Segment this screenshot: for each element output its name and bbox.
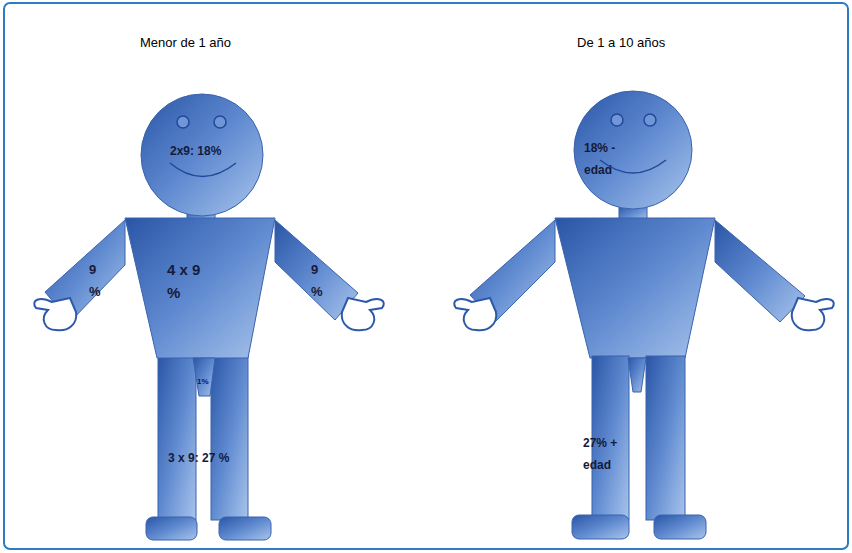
- percentage-text: 9 %: [89, 259, 105, 303]
- smile: [170, 163, 236, 177]
- eye: [177, 116, 189, 128]
- percentage-text: 3 x 9: 27 %: [168, 450, 258, 466]
- hand: [454, 298, 496, 330]
- smile: [600, 160, 666, 173]
- eye: [644, 114, 656, 126]
- eye: [214, 116, 226, 128]
- percentage-text: 2x9: 18%: [170, 140, 250, 162]
- age-group-title: Menor de 1 año: [140, 35, 300, 51]
- percentage-text: 18% - edad: [584, 137, 630, 181]
- head-shape: [141, 94, 263, 216]
- hand: [342, 298, 384, 330]
- arm: [470, 220, 555, 322]
- genital-area: [628, 358, 646, 392]
- genital-region: 1%: [193, 358, 215, 396]
- body-part-shape: [275, 220, 358, 320]
- arm-region: 9 %: [275, 220, 358, 322]
- percentage-text: 9 %: [311, 259, 327, 303]
- percentage-text: 27% + edad: [583, 432, 629, 476]
- frame: [4, 3, 848, 549]
- leg: [211, 356, 248, 520]
- foot: [654, 515, 706, 539]
- age-group-title: De 1 a 10 años: [577, 35, 737, 51]
- head-region: 2x9: 18%: [140, 93, 264, 217]
- arm-region: 9 %: [45, 220, 125, 322]
- percentage-text: 4 x 9 %: [167, 258, 215, 304]
- leg: [646, 356, 685, 520]
- foot: [146, 517, 197, 540]
- eye: [611, 114, 623, 126]
- trunk-region: 4 x 9 %: [125, 218, 275, 358]
- body-part-shape: [125, 218, 275, 358]
- region-outline: [45, 220, 125, 322]
- head-region: 18% - edad: [573, 90, 693, 210]
- body-part-shape: [193, 358, 215, 396]
- hand: [34, 298, 76, 330]
- arm: [715, 220, 805, 322]
- trunk: [555, 218, 715, 358]
- leg: [158, 356, 196, 520]
- region-outline: [125, 218, 275, 358]
- body-part-shape: [45, 220, 125, 322]
- percentage-text: 1%: [197, 377, 215, 387]
- foot: [219, 517, 271, 540]
- hand: [792, 298, 834, 330]
- head-shape: [574, 91, 692, 209]
- foot: [572, 515, 629, 539]
